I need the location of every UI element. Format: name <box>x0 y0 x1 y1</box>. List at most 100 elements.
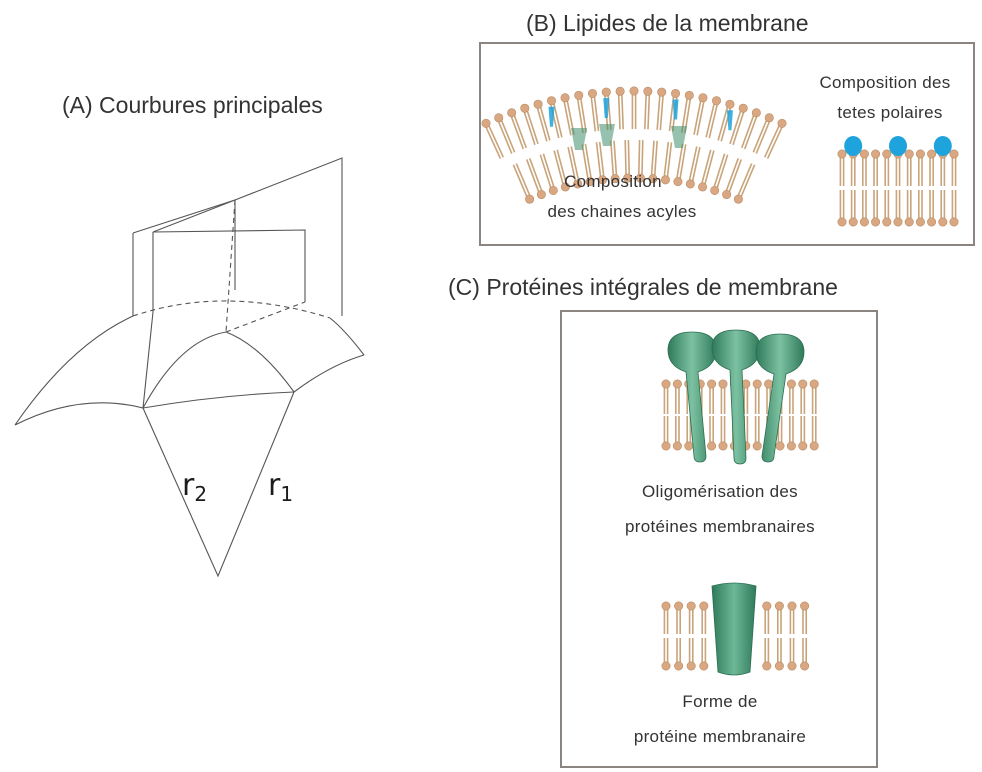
lipid-tail <box>663 141 670 180</box>
lipid-head <box>800 601 810 611</box>
polar-head-blue <box>933 136 952 156</box>
lipid-head <box>774 661 784 671</box>
lipid-head <box>738 103 748 113</box>
protein-shape-illustration <box>661 582 810 676</box>
lipid-head <box>573 179 583 189</box>
lipid-tail <box>691 147 701 185</box>
lipid-head <box>536 190 546 200</box>
lipid-head <box>725 99 735 109</box>
integral-protein <box>667 331 717 463</box>
lipid-head <box>710 185 720 195</box>
lipid-head <box>764 379 774 389</box>
lipid-head <box>859 217 869 227</box>
lipid-tail <box>637 140 641 179</box>
lipid-head <box>809 379 819 389</box>
lipid-tail <box>743 113 759 150</box>
polar-head-blue <box>889 136 907 156</box>
lipid-tail <box>727 159 743 196</box>
panel-a-title: (A) Courbures principales <box>62 92 323 118</box>
lipid-tail <box>641 140 644 179</box>
lipid-tail <box>708 100 719 139</box>
lipid-head <box>661 601 671 611</box>
curvature-diagram <box>14 157 365 578</box>
lipid-tail <box>562 97 572 136</box>
lipid-head <box>672 441 682 451</box>
lipid-tail <box>579 94 588 133</box>
lipid-tail <box>576 95 584 134</box>
polar-caption-line2: tetes polaires <box>837 103 943 122</box>
lipid-head <box>786 441 796 451</box>
lipid-head <box>882 149 892 159</box>
lipid-head <box>674 601 684 611</box>
lipid-tail <box>515 163 532 199</box>
lipid-head <box>546 96 556 106</box>
lipid-head <box>915 217 925 227</box>
lipid-head <box>672 379 682 389</box>
lipid-head <box>661 379 671 389</box>
lipid-head <box>610 174 620 184</box>
lipid-head <box>800 661 810 671</box>
lipid-head <box>904 217 914 227</box>
lipid-head <box>904 149 914 159</box>
integral-protein <box>755 333 805 463</box>
lipid-head <box>623 173 633 183</box>
lipid-head <box>698 182 708 192</box>
lipid-tail <box>693 97 703 135</box>
surface-outline <box>14 311 365 426</box>
lipid-head <box>615 86 625 96</box>
lipid-tail <box>593 93 600 132</box>
lipid-head <box>481 118 491 128</box>
lipid-head <box>661 661 671 671</box>
lipid-head <box>798 379 808 389</box>
lipid-tail <box>739 164 756 201</box>
lipid-head <box>686 601 696 611</box>
lipid-head <box>629 86 639 96</box>
shape-caption-line2: protéine membranaire <box>633 727 807 746</box>
lipid-tail <box>542 153 556 191</box>
lipid-tail <box>595 142 602 181</box>
lipid-tail <box>736 163 753 199</box>
lipid-tail <box>556 149 568 187</box>
panel-c-box <box>560 310 878 768</box>
lipid-tail <box>581 144 590 183</box>
curved-bilayer-illustration <box>481 86 787 204</box>
panel-b-title: (B) Lipides de la membrane <box>526 10 809 36</box>
lipid-tail <box>653 140 658 179</box>
lipid-tail <box>528 158 544 195</box>
plane-left-outline <box>132 199 236 316</box>
lipid-tail <box>755 118 772 154</box>
lipid-head <box>707 441 717 451</box>
lipid-head <box>762 661 772 671</box>
lipid-head <box>685 179 695 189</box>
lipid-head <box>671 88 681 98</box>
lipid-head <box>698 93 708 103</box>
lipid-tail <box>570 146 581 184</box>
lipid-tail <box>659 92 665 131</box>
lipid-tail <box>740 111 756 149</box>
lipid-head <box>635 173 645 183</box>
lipid-head <box>574 90 584 100</box>
lipid-head <box>657 87 667 97</box>
lipid-tail <box>512 164 529 201</box>
lipid-tail <box>538 103 551 141</box>
lipid-head <box>893 217 903 227</box>
plane-right-outline <box>152 157 343 316</box>
lipid-tail <box>724 158 740 195</box>
lipid-tail <box>567 147 577 185</box>
lipid-head <box>859 149 869 159</box>
lipid-head <box>520 103 530 113</box>
lipid-head <box>915 149 925 159</box>
hidden-lines <box>132 199 331 333</box>
oligomer-caption-line2: protéines membranaires <box>625 517 815 536</box>
lipid-tail <box>687 146 698 184</box>
lipid-head <box>548 185 558 195</box>
cone-lipid-marker <box>571 128 587 150</box>
lipid-head <box>798 441 808 451</box>
lipid-head <box>762 601 772 611</box>
lipid-head <box>718 441 728 451</box>
lipid-tail <box>512 111 528 149</box>
lipid-head <box>848 217 858 227</box>
lipid-head <box>673 177 683 187</box>
lipid-head <box>722 190 732 200</box>
lipid-head <box>601 87 611 97</box>
